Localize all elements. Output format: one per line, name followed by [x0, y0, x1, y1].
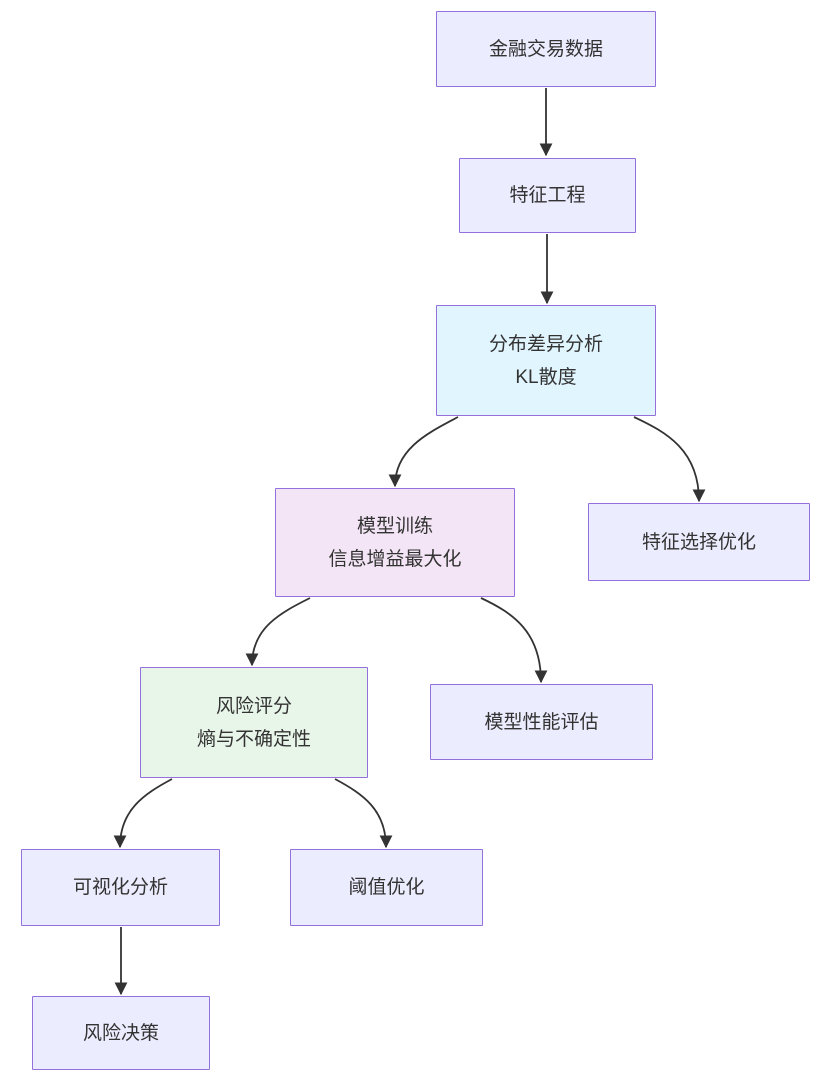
node-model-training: 模型训练 信息增益最大化: [275, 488, 515, 597]
node-label-line: 模型训练: [356, 515, 433, 537]
edge-model-training-to-model-performance-evaluation: [480, 597, 548, 684]
node-label: 风险决策: [82, 1022, 159, 1044]
node-label-line: KL散度: [515, 366, 577, 388]
edge-distribution-difference-analysis-to-model-training: [388, 416, 459, 488]
node-label: 模型性能评估: [484, 711, 599, 733]
node-label: 金融交易数据: [488, 38, 603, 60]
node-model-performance-evaluation: 模型性能评估: [430, 684, 653, 760]
node-label-line: 熵与不确定性: [196, 728, 311, 750]
node-label-line: 信息增益最大化: [328, 548, 462, 570]
edge-risk-scoring-to-visualization-analysis: [113, 778, 173, 849]
node-label-line: 分布差异分析: [488, 333, 603, 355]
edge-risk-scoring-to-threshold-optimization: [334, 778, 393, 849]
edge-model-training-to-risk-scoring: [245, 597, 311, 667]
node-feature-engineering: 特征工程: [459, 158, 636, 233]
node-feature-selection-optimization: 特征选择优化: [588, 503, 810, 581]
node-risk-scoring: 风险评分 熵与不确定性: [140, 667, 368, 778]
node-threshold-optimization: 阈值优化: [290, 849, 483, 926]
node-financial-transaction-data: 金融交易数据: [436, 11, 656, 87]
node-visualization-analysis: 可视化分析: [21, 849, 220, 926]
node-risk-decision: 风险决策: [32, 996, 210, 1070]
node-label: 阈值优化: [348, 877, 425, 898]
node-label: 特征选择优化: [641, 531, 756, 553]
node-label: 可视化分析: [72, 877, 168, 898]
node-label-line: 风险评分: [215, 695, 292, 717]
node-label: 特征工程: [509, 185, 586, 206]
node-distribution-difference-analysis: 分布差异分析 KL散度: [436, 305, 656, 416]
edge-distribution-difference-analysis-to-feature-selection-optimization: [633, 416, 706, 503]
